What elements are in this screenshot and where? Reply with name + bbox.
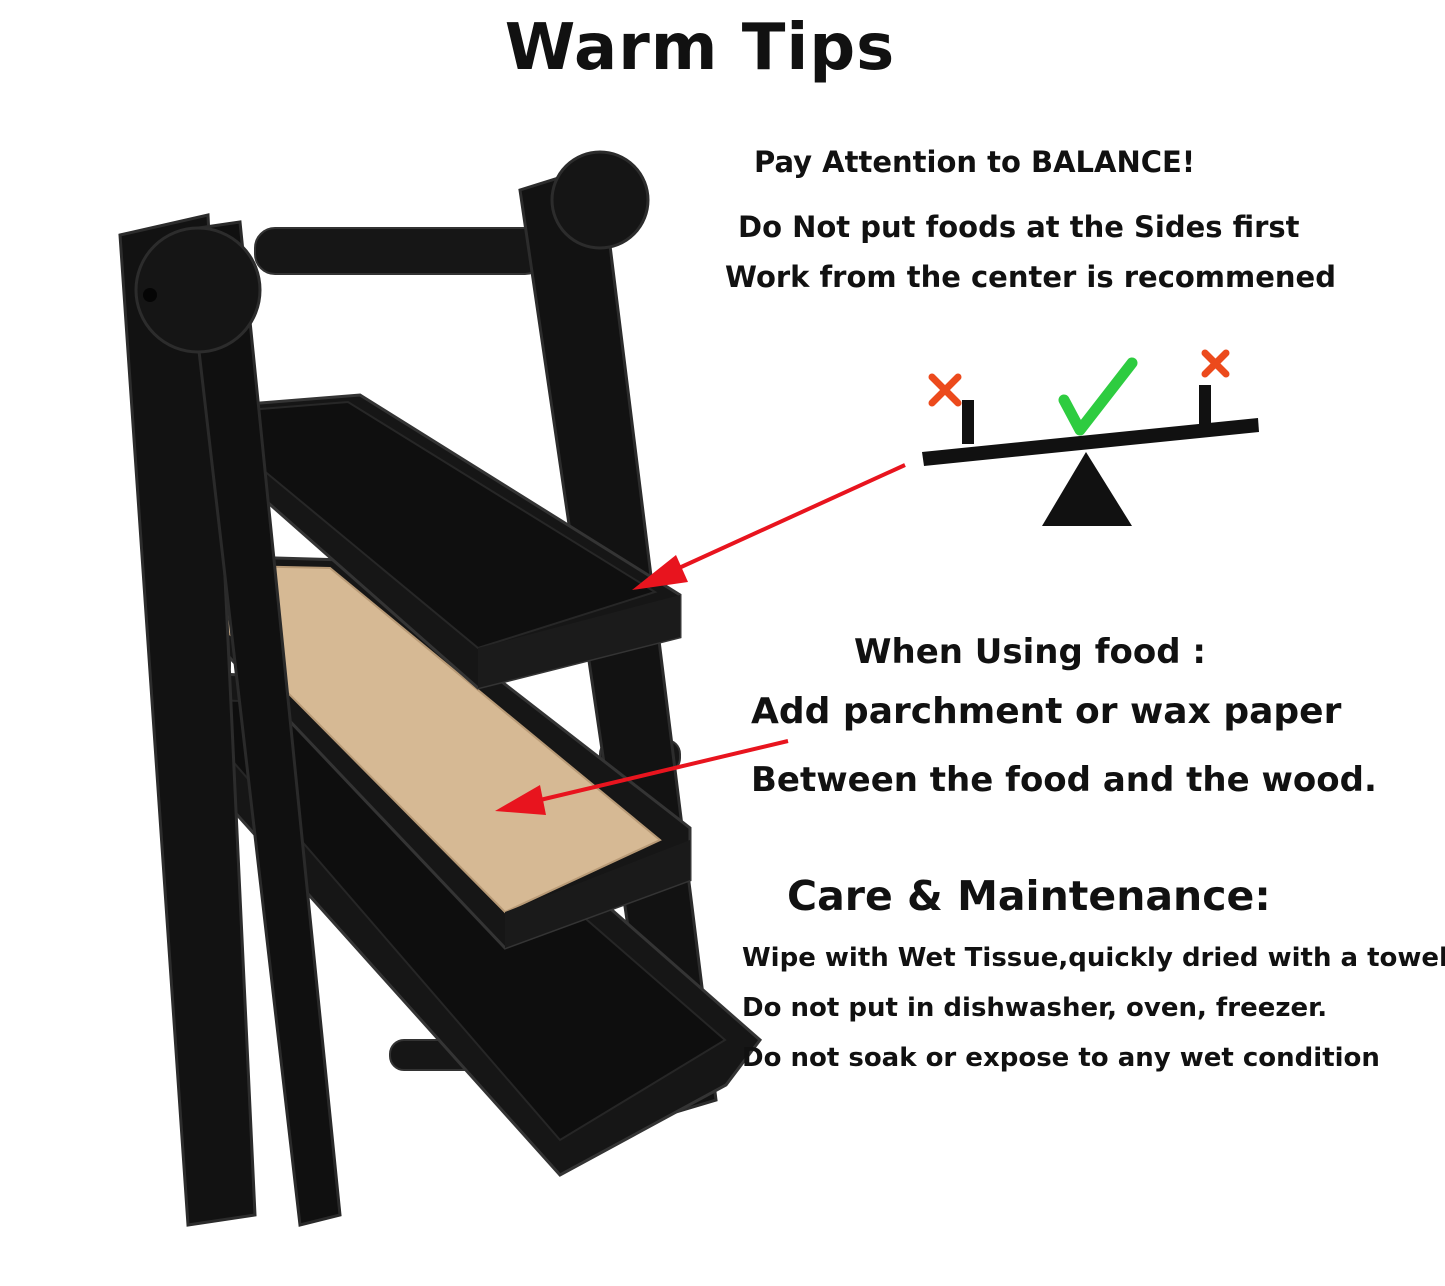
- arrow-to-parchment: [539, 739, 789, 802]
- balance-heading: Pay Attention to BALANCE!: [754, 145, 1196, 179]
- seesaw-diagram: [922, 349, 1259, 526]
- food-tip: Add parchment or wax paper: [751, 691, 1342, 732]
- care-heading: Care & Maintenance:: [787, 872, 1271, 920]
- cross-icon: [928, 373, 962, 407]
- left-leg: [118, 213, 342, 1227]
- food-tip: Between the food and the wood.: [751, 760, 1377, 800]
- tier-middle: [173, 553, 692, 950]
- balance-tip: Work from the center is recommened: [725, 260, 1336, 294]
- pointer-arrows: [495, 463, 906, 815]
- care-tip: Do not put in dishwasher, oven, freezer.: [742, 993, 1328, 1023]
- check-icon: [1058, 357, 1138, 436]
- page-title: Warm Tips: [504, 11, 896, 85]
- arrow-to-top-tier: [667, 463, 906, 575]
- balance-tip: Do Not put foods at the Sides first: [738, 210, 1300, 244]
- food-heading: When Using food :: [854, 632, 1206, 672]
- care-tip: Wipe with Wet Tissue,quickly dried with …: [742, 943, 1445, 973]
- cross-icon: [1201, 349, 1230, 378]
- care-tip: Do not soak or expose to any wet conditi…: [742, 1043, 1380, 1073]
